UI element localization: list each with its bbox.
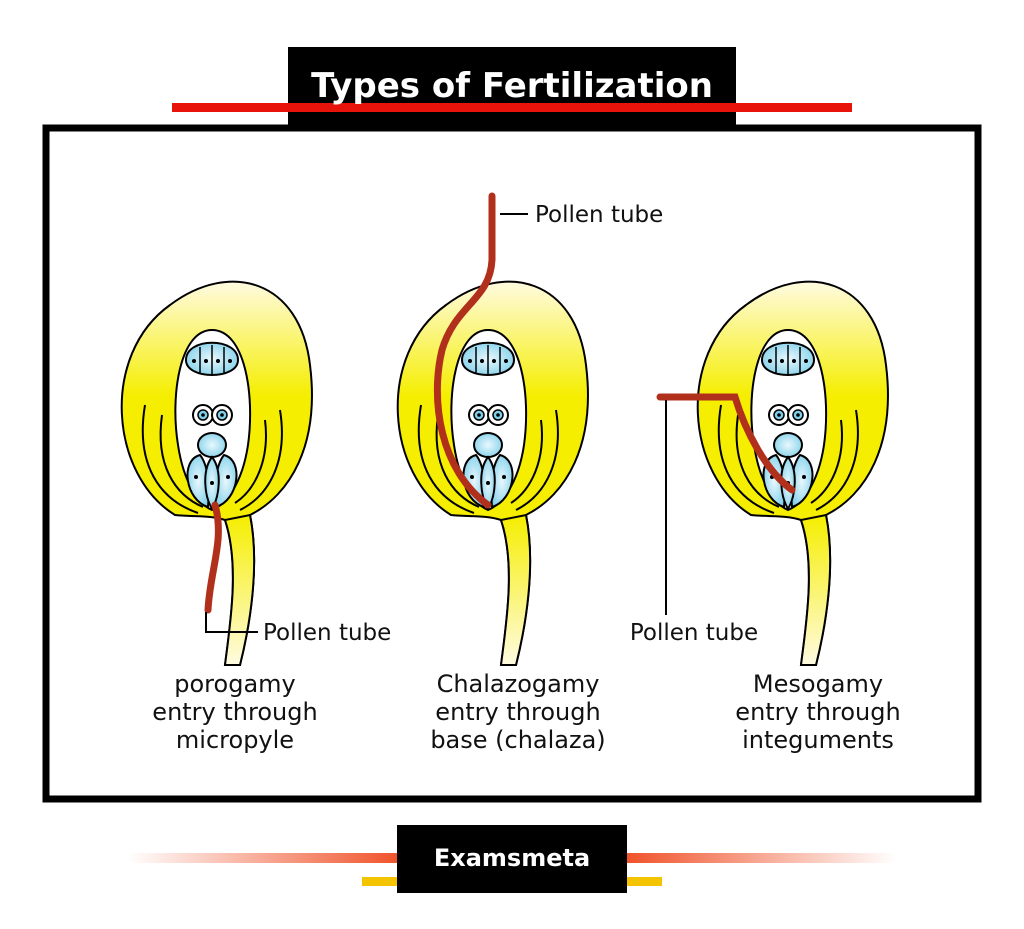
diagram-frame [42,124,982,803]
pollen-tube-porogamy [204,501,222,614]
caption-chalazogamy-line1: Chalazogamy [437,670,600,698]
pollen-tube-chalazogamy [433,192,496,509]
caption-mesogamy-line1: Mesogamy [753,670,883,698]
title-underline [172,103,852,112]
ovule-chalazogamy [396,280,589,666]
tube-label-mesogamy: Pollen tube [630,620,758,646]
caption-chalazogamy-line2: entry through [435,698,600,726]
ovule-porogamy [120,280,313,666]
caption-porogamy-line3: micropyle [176,726,294,754]
caption-chalazogamy-line3: base (chalaza) [430,726,605,754]
caption-porogamy-line1: porogamy [174,670,295,698]
tube-label-porogamy: Pollen tube [263,620,391,646]
footer-bar-right [626,853,896,863]
footer-bar-left [128,853,400,863]
page-title: Types of Fertilization [311,66,713,106]
footer-brand: Examsmeta [434,844,590,872]
ovule-mesogamy [696,280,889,666]
caption-mesogamy-line3: integuments [742,726,894,754]
caption-porogamy-line2: entry through [152,698,317,726]
pollen-tube-mesogamy [656,393,796,494]
tube-label-chalazogamy: Pollen tube [535,202,663,228]
leader-line-porogamy [205,612,258,633]
footer-banner [397,825,627,893]
caption-mesogamy-line2: entry through [735,698,900,726]
